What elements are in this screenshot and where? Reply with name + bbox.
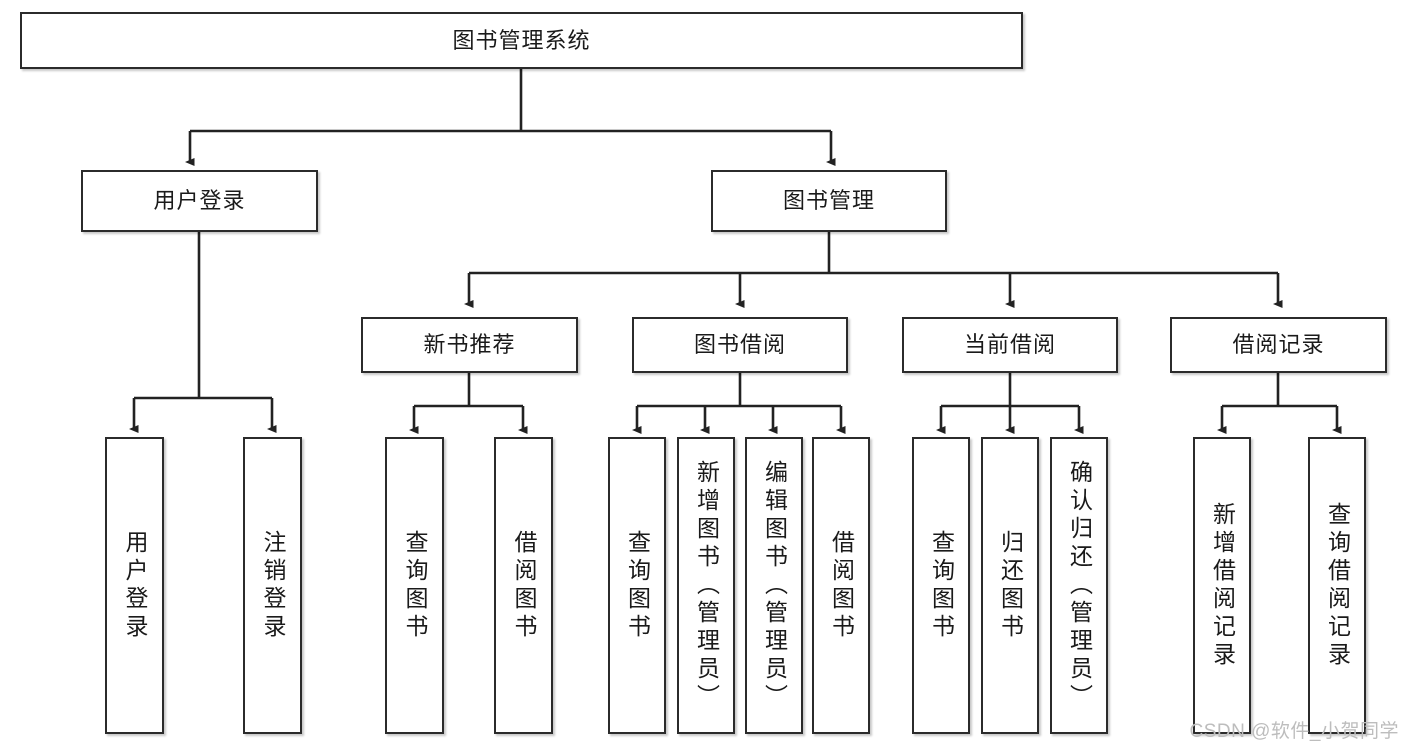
node-label: 查询图书 <box>624 529 651 642</box>
node-leaf-add-book-admin[interactable]: 新增图书（管理员） <box>677 437 735 734</box>
node-label: 新书推荐 <box>423 332 516 358</box>
node-leaf-edit-book-admin[interactable]: 编辑图书（管理员） <box>745 437 803 734</box>
node-label: 查询图书 <box>928 529 955 642</box>
node-label: 编辑图书（管理员） <box>761 459 788 712</box>
node-leaf-current-query-book[interactable]: 查询图书 <box>912 437 970 734</box>
node-label: 图书管理系统 <box>452 27 591 53</box>
node-leaf-borrow-query-book[interactable]: 查询图书 <box>608 437 666 734</box>
node-leaf-lend-book[interactable]: 借阅图书 <box>812 437 870 734</box>
node-label: 注销登录 <box>260 529 286 642</box>
node-new-book-recommendation[interactable]: 新书推荐 <box>361 317 578 373</box>
node-label: 用户登录 <box>122 529 148 642</box>
node-current-borrowing[interactable]: 当前借阅 <box>902 317 1118 373</box>
node-borrow-records[interactable]: 借阅记录 <box>1170 317 1387 373</box>
node-label: 查询借阅记录 <box>1324 501 1351 670</box>
watermark: CSDN @软件_小贺同学 <box>1189 721 1399 742</box>
node-label: 当前借阅 <box>963 332 1056 358</box>
node-leaf-recommend-query-book[interactable]: 查询图书 <box>385 437 444 734</box>
node-label: 归还图书 <box>997 529 1024 642</box>
node-label: 图书管理 <box>782 188 875 214</box>
node-label: 确认归还（管理员） <box>1066 459 1093 712</box>
node-leaf-confirm-return-admin[interactable]: 确认归还（管理员） <box>1050 437 1108 734</box>
node-leaf-recommend-borrow-book[interactable]: 借阅图书 <box>494 437 553 734</box>
node-label: 新增图书（管理员） <box>693 459 720 712</box>
node-root-book-management-system[interactable]: 图书管理系统 <box>20 12 1023 69</box>
node-leaf-query-borrow-record[interactable]: 查询借阅记录 <box>1308 437 1366 734</box>
node-label: 新增借阅记录 <box>1209 501 1236 670</box>
node-leaf-user-login[interactable]: 用户登录 <box>105 437 164 734</box>
node-label: 查询图书 <box>402 529 428 642</box>
node-user-login[interactable]: 用户登录 <box>81 170 318 232</box>
node-leaf-user-logout[interactable]: 注销登录 <box>243 437 302 734</box>
node-leaf-add-borrow-record[interactable]: 新增借阅记录 <box>1193 437 1251 734</box>
node-book-management[interactable]: 图书管理 <box>711 170 947 232</box>
node-label: 借阅记录 <box>1232 332 1325 358</box>
node-label: 借阅图书 <box>828 529 855 642</box>
node-label: 用户登录 <box>153 188 246 214</box>
node-book-borrowing[interactable]: 图书借阅 <box>632 317 848 373</box>
node-label: 借阅图书 <box>511 529 537 642</box>
node-leaf-return-book[interactable]: 归还图书 <box>981 437 1039 734</box>
node-label: 图书借阅 <box>693 332 786 358</box>
